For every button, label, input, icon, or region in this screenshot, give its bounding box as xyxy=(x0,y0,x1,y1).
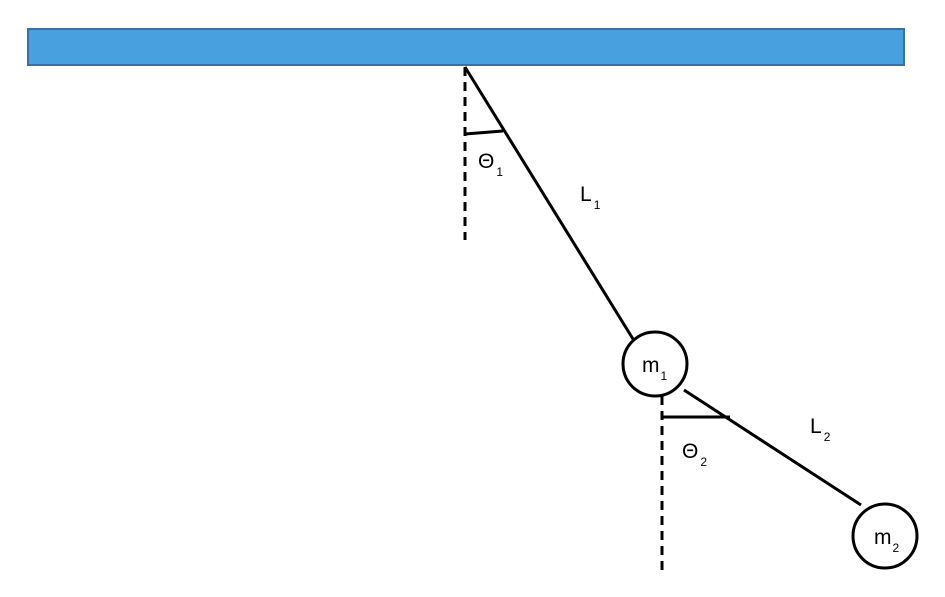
rod-1 xyxy=(463,66,635,340)
length2-subscript: 2 xyxy=(824,430,831,444)
rod-2 xyxy=(683,388,862,507)
theta2-symbol: Θ xyxy=(682,440,698,463)
mass1-subscript: 1 xyxy=(661,369,668,383)
angle-marker-1 xyxy=(464,129,504,136)
mass1-symbol: m xyxy=(642,354,660,377)
ceiling-support xyxy=(27,28,905,66)
mass-2-bob xyxy=(851,502,919,570)
mass2-symbol: m xyxy=(874,526,892,549)
theta1-subscript: 1 xyxy=(496,165,503,179)
theta2-subscript: 2 xyxy=(700,455,707,469)
length2-symbol: L xyxy=(810,415,822,438)
theta1-symbol: Θ xyxy=(478,150,494,173)
length1-subscript: 1 xyxy=(594,198,601,212)
mass-1-bob xyxy=(621,330,689,398)
mass2-label: m2 xyxy=(874,526,900,555)
mass2-subscript: 2 xyxy=(893,541,900,555)
length1-symbol: L xyxy=(580,183,592,206)
mass1-label: m1 xyxy=(642,354,668,383)
